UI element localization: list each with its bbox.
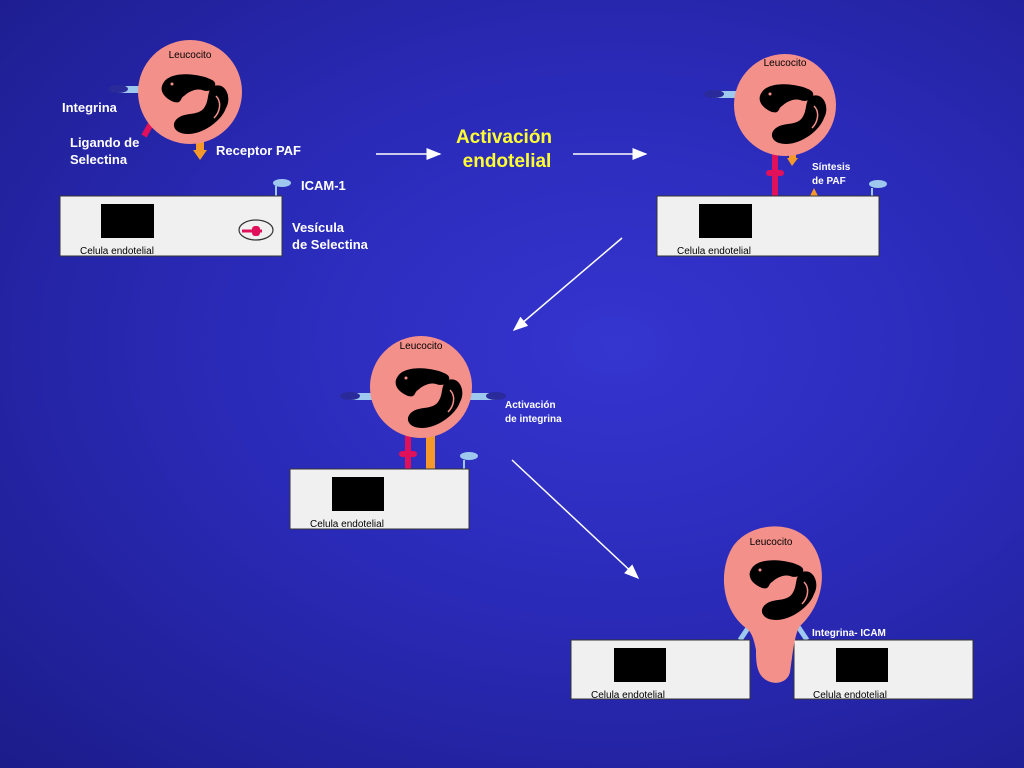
ligando-label-1: Ligando de bbox=[70, 135, 139, 150]
icam-1-marker bbox=[869, 180, 887, 196]
integrina-label: Integrina bbox=[62, 100, 118, 115]
integrin-receptor bbox=[108, 85, 142, 93]
integrin-receptor bbox=[470, 392, 506, 400]
integrin-receptor bbox=[704, 90, 738, 98]
receptor-paf-label: Receptor PAF bbox=[216, 143, 301, 158]
title-line-1: Activación bbox=[456, 127, 552, 148]
paf-receptor bbox=[426, 432, 435, 469]
integrina-icam-label: Integrina- ICAM bbox=[812, 628, 886, 639]
endothelial-nucleus bbox=[332, 477, 384, 511]
arrow-to-panel-4 bbox=[511, 459, 640, 580]
endothelial-nucleus bbox=[699, 204, 752, 238]
vesicula-label-1: Vesícula bbox=[292, 220, 345, 235]
sintesis-label-1: Síntesis bbox=[812, 162, 851, 173]
sintesis-label-2: de PAF bbox=[812, 176, 846, 187]
paf-triangle bbox=[810, 188, 818, 196]
integrin-receptor bbox=[340, 392, 376, 400]
endothelial-cell-label: Celula endotelial bbox=[591, 690, 665, 701]
selectin-ligand bbox=[399, 432, 417, 469]
endothelial-cell-label: Celula endotelial bbox=[677, 246, 751, 257]
endothelial-nucleus bbox=[614, 648, 666, 682]
ligando-label-2: Selectina bbox=[70, 152, 128, 167]
icam-1-marker bbox=[460, 452, 478, 469]
endothelial-cell-label: Celula endotelial bbox=[80, 246, 154, 257]
panel-transmigration: Celula endotelial Celula endotelial Leuc… bbox=[570, 526, 974, 701]
activacion-label-2: de integrina bbox=[505, 414, 562, 425]
icam-1-label: ICAM-1 bbox=[301, 178, 346, 193]
selectin-ligand bbox=[766, 152, 784, 196]
endothelial-cell-label: Celula endotelial bbox=[813, 690, 887, 701]
endothelial-cell bbox=[656, 195, 880, 257]
activacion-label-1: Activación bbox=[505, 400, 556, 411]
leukocyte-label: Leucocito bbox=[750, 537, 793, 548]
vesicula-label-2: de Selectina bbox=[292, 237, 369, 252]
leukocyte-label: Leucocito bbox=[764, 58, 807, 69]
title-line-2: endotelial bbox=[463, 151, 552, 172]
selectin-vesicle bbox=[238, 219, 274, 241]
endothelial-nucleus bbox=[101, 204, 154, 238]
panel-resting: Leucocito Integrina Ligando de Selectina… bbox=[59, 40, 369, 257]
leukocyte-label: Leucocito bbox=[169, 50, 212, 61]
arrow-to-panel-3 bbox=[512, 237, 623, 331]
endothelial-cell-label: Celula endotelial bbox=[310, 519, 384, 530]
leukocyte-label: Leucocito bbox=[400, 341, 443, 352]
panel-integrin-activation: Leucocito Activación de integrina Celula… bbox=[289, 336, 562, 530]
icam-1-marker bbox=[273, 179, 291, 196]
endothelial-nucleus bbox=[836, 648, 888, 682]
panel-activated: Leucocito Síntesis de PAF Celula endotel… bbox=[656, 54, 887, 257]
